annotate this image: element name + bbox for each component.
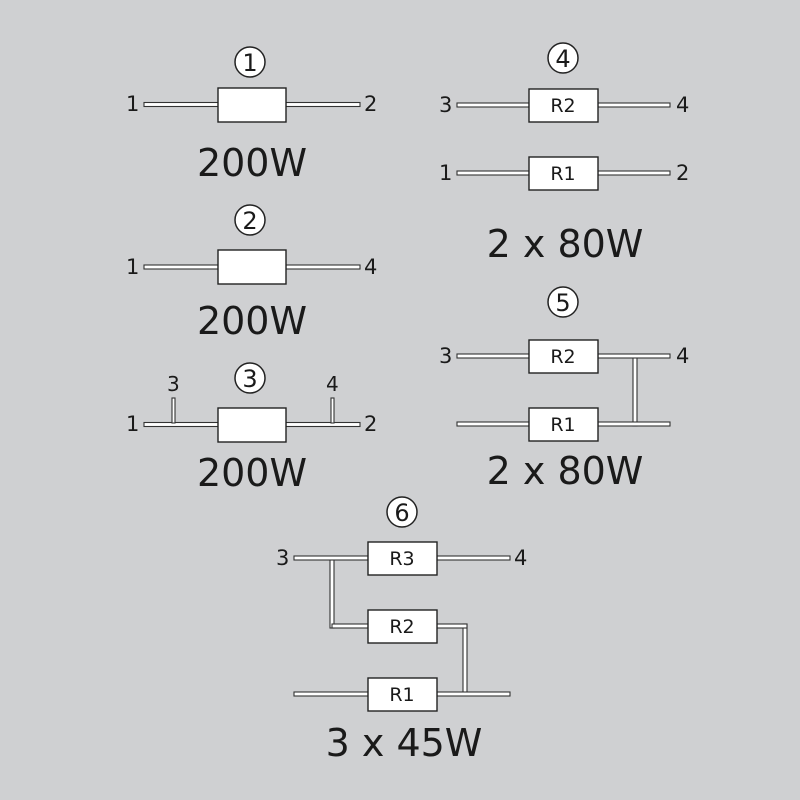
diagram-6-r1-label: R1 [389, 684, 414, 706]
diagram-2-power-rating: 200W [197, 299, 307, 343]
diagram-6-pin-4: 4 [514, 546, 527, 570]
diagram-6: 6 R3 3 4 R2 R1 3 x 45W [276, 496, 527, 765]
diagram-1: 1 1 2 200W [126, 46, 377, 185]
diagram-1-number: 1 [242, 49, 257, 77]
diagram-4-r2-lead-right [597, 102, 671, 108]
diagram-4-r1-lead-right [597, 170, 671, 176]
diagram-2-lead-right [285, 264, 361, 270]
diagram-6-r3-label: R3 [389, 548, 414, 570]
diagram-5-r2-lead-right [597, 353, 671, 359]
diagram-5-pin-4: 4 [676, 344, 689, 368]
diagram-3-pin-2: 2 [364, 412, 377, 436]
diagram-1-pin-2: 2 [364, 92, 377, 116]
diagram-5-power-rating: 2 x 80W [487, 449, 644, 493]
diagram-5-pin-3: 3 [439, 344, 452, 368]
diagram-2-resistor [217, 249, 287, 285]
diagram-6-r2-lead-left [331, 623, 369, 629]
diagram-4-r2-label: R2 [550, 95, 575, 117]
diagram-1-lead-left [143, 101, 219, 108]
diagram-4-r1-lead-left [456, 170, 530, 176]
diagram-3-pin-3: 3 [167, 372, 180, 396]
diagram-6-pin-3: 3 [276, 546, 289, 570]
diagram-4-pin-4: 4 [676, 93, 689, 117]
diagram-5-resistor-r1 [528, 407, 599, 442]
diagram-6-resistor-r3 [367, 541, 438, 576]
diagram-6-r2-label: R2 [389, 616, 414, 638]
diagram-5-number: 5 [555, 289, 570, 317]
diagram-5-r1-label: R1 [550, 414, 575, 436]
diagram-6-r3-lead-right [436, 555, 511, 561]
diagram-2: 2 1 4 200W [126, 204, 377, 343]
diagram-3-lead-left [143, 421, 219, 428]
diagram-4-number: 4 [555, 45, 570, 73]
diagram-5-number-badge [547, 286, 579, 318]
diagram-4-number-badge [547, 42, 579, 74]
diagram-6-resistor-r2 [367, 609, 438, 644]
diagram-3-pin-4: 4 [326, 372, 339, 396]
diagram-3-number: 3 [242, 365, 257, 393]
diagram-2-pin-1: 1 [126, 255, 139, 279]
diagram-5-r1-lead-left [456, 421, 530, 427]
diagram-3-pin-1: 1 [126, 412, 139, 436]
diagram-1-power-rating: 200W [197, 141, 307, 185]
diagram-4-resistor-r1 [528, 156, 599, 191]
diagram-4-r1-label: R1 [550, 163, 575, 185]
diagram-4-pin-1: 1 [439, 161, 452, 185]
diagram-2-number: 2 [242, 207, 257, 235]
diagram-2-lead-left [143, 264, 219, 270]
diagram-4: 4 R2 3 4 R1 1 2 2 x 80W [439, 42, 689, 266]
diagram-2-pin-4: 4 [364, 255, 377, 279]
diagram-3-resistor [217, 407, 287, 443]
diagram-5-r1-lead-right [597, 421, 671, 427]
diagram-2-number-badge [234, 204, 266, 236]
diagram-6-right-bridge-wire [462, 623, 468, 695]
diagram-6-r1-lead-left [293, 691, 369, 697]
diagram-3-power-rating: 200W [197, 451, 307, 495]
diagram-6-r1-lead-right [436, 691, 511, 697]
diagram-1-pin-1: 1 [126, 92, 139, 116]
diagram-6-power-rating: 3 x 45W [326, 721, 483, 765]
diagram-1-resistor [217, 87, 287, 123]
diagram-6-r3-lead-left [293, 555, 369, 561]
diagram-6-number-badge [386, 496, 418, 528]
diagram-1-lead-right [285, 101, 361, 108]
diagram-6-resistor-r1 [367, 677, 438, 712]
diagram-4-resistor-r2 [528, 88, 599, 123]
diagram-6-left-bridge-wire [329, 557, 335, 629]
diagram-1-number-badge [234, 46, 266, 78]
diagram-4-r2-lead-left [456, 102, 530, 108]
diagram-5-resistor-r2 [528, 339, 599, 374]
diagram-6-number: 6 [394, 499, 409, 527]
diagram-5-bridge-wire [632, 355, 638, 427]
diagram-5-r2-label: R2 [550, 346, 575, 368]
diagram-3-tap-4 [330, 397, 335, 424]
diagram-3-number-badge [234, 362, 266, 394]
diagram-3: 3 1 2 3 4 200W [126, 362, 377, 495]
diagram-3-tap-3 [171, 397, 176, 424]
diagram-6-r2-lead-right [436, 623, 468, 629]
diagram-4-pin-3: 3 [439, 93, 452, 117]
diagram-4-pin-2: 2 [676, 161, 689, 185]
diagram-3-lead-right [285, 421, 361, 428]
diagram-4-power-rating: 2 x 80W [487, 222, 644, 266]
diagram-5: 5 R2 3 4 R1 2 x 80W [439, 286, 689, 493]
diagram-5-r2-lead-left [456, 353, 530, 359]
